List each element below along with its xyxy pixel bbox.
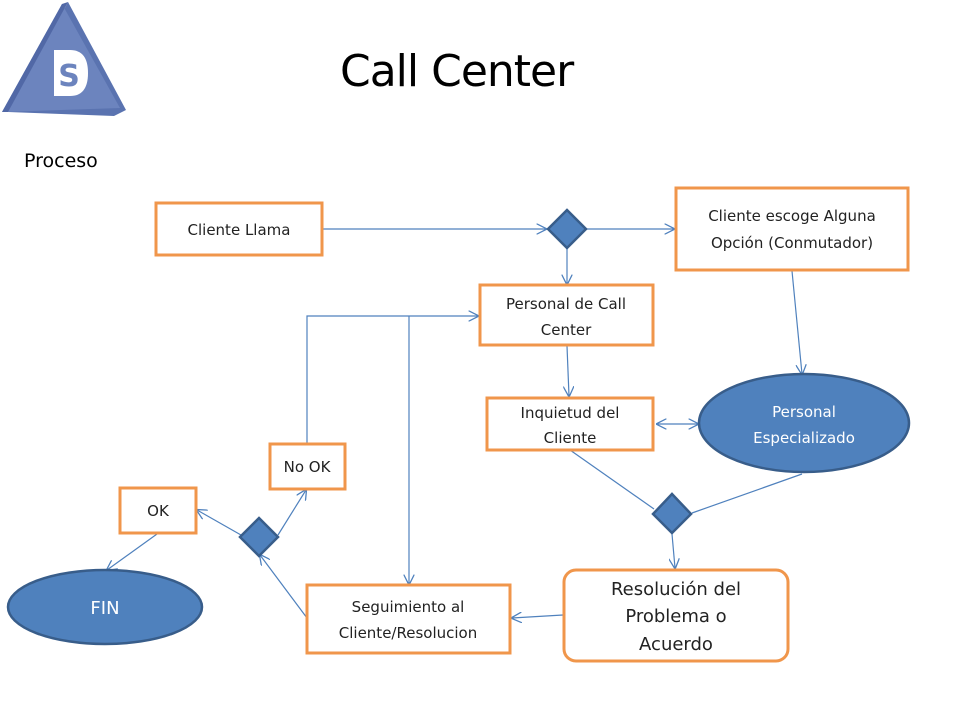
node-fin[interactable]: FIN — [6, 568, 204, 646]
node-label: Center — [541, 321, 592, 339]
node-label: Cliente Llama — [188, 221, 291, 239]
node-cliente-escoge[interactable]: Cliente escoge Alguna Opción (Conmutador… — [674, 186, 910, 272]
connector-personal-to-inquietud — [567, 345, 569, 396]
connector-resolucion-to-seguimiento — [512, 615, 564, 618]
node-label: Cliente — [544, 429, 597, 447]
process-label: Proceso — [24, 150, 98, 172]
node-label: No OK — [284, 458, 332, 476]
connector-escoge-to-especializado — [791, 270, 802, 374]
node-cliente-llama[interactable]: Cliente Llama — [154, 201, 324, 257]
node-label: Personal de Call — [506, 295, 626, 313]
node-label: Cliente escoge Alguna — [708, 207, 876, 225]
node-label: Personal — [772, 403, 836, 421]
decision-diamond-resolution[interactable] — [651, 492, 693, 535]
node-seguimiento[interactable]: Seguimiento al Cliente/Resolucion — [305, 583, 512, 655]
node-resolucion[interactable]: Resolución del Problema o Acuerdo — [562, 568, 790, 663]
node-label: Inquietud del — [521, 404, 620, 422]
node-label: Problema o — [625, 606, 726, 627]
node-label: FIN — [90, 598, 119, 619]
logo-letter: S — [58, 59, 80, 94]
connector-inquietud-to-decision — [569, 449, 655, 510]
node-label: Especializado — [753, 429, 855, 447]
node-label: Opción (Conmutador) — [711, 234, 873, 252]
decision-diamond-followup[interactable] — [238, 516, 280, 558]
connector-decision-to-nook — [277, 490, 306, 536]
node-inquietud-cliente[interactable]: Inquietud del Cliente — [485, 396, 655, 452]
node-personal-especializado[interactable]: Personal Especializado — [697, 372, 911, 474]
node-label: OK — [147, 502, 170, 520]
node-label: Resolución del — [611, 579, 741, 600]
node-personal-call-center[interactable]: Personal de Call Center — [478, 283, 655, 347]
node-label: Acuerdo — [639, 634, 713, 655]
connector-nook-to-personal — [306, 316, 478, 456]
node-label: Cliente/Resolucion — [339, 624, 477, 642]
logo-icon: S — [2, 2, 126, 116]
node-no-ok[interactable]: No OK — [268, 442, 347, 491]
connector-decision-to-ok — [197, 510, 242, 536]
node-ok[interactable]: OK — [118, 486, 198, 535]
connector-ok-to-fin — [107, 533, 158, 570]
connector-especializado-to-decision — [691, 473, 803, 514]
decision-diamond-entry[interactable] — [546, 208, 588, 250]
page-title: Call Center — [340, 46, 574, 97]
connector-decision-to-resolucion — [672, 533, 675, 568]
node-label: Seguimiento al — [352, 598, 465, 616]
connector-seguimiento-to-decision — [260, 555, 308, 619]
